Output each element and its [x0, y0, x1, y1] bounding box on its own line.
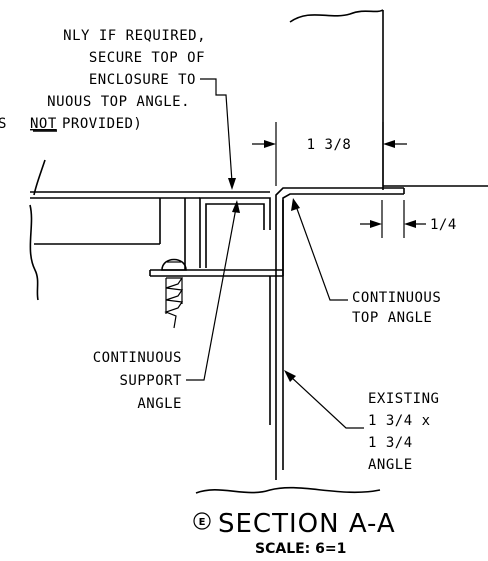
support-callout-line-2: SUPPORT [119, 373, 182, 389]
dimension-thickness: 1/4 [360, 200, 457, 238]
top-angle-callout-line-2: TOP ANGLE [352, 310, 432, 326]
support-angle [149, 197, 283, 277]
top-angle-inner [282, 193, 404, 470]
dim-thk-arrow-right [404, 220, 416, 228]
top-angle-arrowhead [291, 198, 300, 211]
top-note: NLY IF REQUIRED, SECURE TOP OF ENCLOSURE… [0, 28, 236, 190]
support-angle-arrowhead [232, 200, 240, 213]
dim-thk-arrow-left [370, 220, 382, 228]
enclosure [29, 159, 270, 301]
top-note-line-5-start: S [0, 116, 7, 132]
top-note-leader [200, 78, 233, 183]
existing-callout-line-1: EXISTING [368, 391, 439, 407]
support-angle-callout: CONTINUOUS SUPPORT ANGLE [93, 200, 240, 412]
bottom-break-line [195, 486, 381, 494]
section-title: E SECTION A-A SCALE: 6=1 [193, 509, 396, 557]
top-note-line-5-not: NOT [30, 116, 57, 132]
top-angle-leader [295, 205, 348, 301]
enclosure-break-top [33, 159, 46, 196]
existing-callout-line-2: 1 3/4 x [368, 413, 431, 429]
top-angle-callout-line-1: CONTINUOUS [352, 290, 441, 306]
existing-callout-line-4: ANGLE [368, 457, 413, 473]
existing-callout-line-3: 1 3/4 [368, 435, 413, 451]
top-note-line-5-end: PROVIDED) [62, 116, 142, 132]
screw-icon [161, 258, 187, 329]
support-callout-line-3: ANGLE [137, 396, 182, 412]
existing-angle-arrowhead [284, 370, 296, 382]
screw-head [161, 258, 187, 271]
section-title-text: SECTION A-A [218, 509, 396, 539]
top-note-line-3: ENCLOSURE TO [89, 72, 196, 88]
top-note-line-1: NLY IF REQUIRED, [63, 28, 206, 44]
enclosure-break-left [29, 204, 39, 301]
top-note-line-2: SECURE TOP OF [89, 50, 205, 66]
support-angle-outer [199, 197, 271, 268]
dim-thk-label: 1/4 [430, 217, 457, 233]
existing-angle-leader [289, 375, 364, 429]
existing-angle-callout: EXISTING 1 3/4 x 1 3/4 ANGLE [284, 370, 439, 473]
dim-gap-arrow-right [383, 140, 395, 148]
support-angle-leader [186, 207, 237, 381]
support-callout-line-1: CONTINUOUS [93, 350, 182, 366]
section-scale: SCALE: 6=1 [255, 541, 346, 557]
existing-wall [195, 9, 488, 494]
screw-thread [164, 277, 184, 329]
top-angle-outer [275, 187, 404, 480]
top-angle [275, 187, 405, 480]
top-note-line-4: NUOUS TOP ANGLE. [47, 94, 190, 110]
dim-gap-label: 1 3/8 [307, 137, 352, 153]
top-break-line [289, 9, 384, 23]
support-angle-inner [205, 203, 265, 268]
section-symbol-circle [193, 512, 211, 530]
top-angle-callout: CONTINUOUS TOP ANGLE [291, 198, 441, 326]
dim-gap-arrow-left [264, 140, 276, 148]
top-note-arrowhead [228, 178, 236, 190]
section-symbol-letter: E [199, 517, 206, 528]
dimension-gap: 1 3/8 [252, 122, 407, 186]
